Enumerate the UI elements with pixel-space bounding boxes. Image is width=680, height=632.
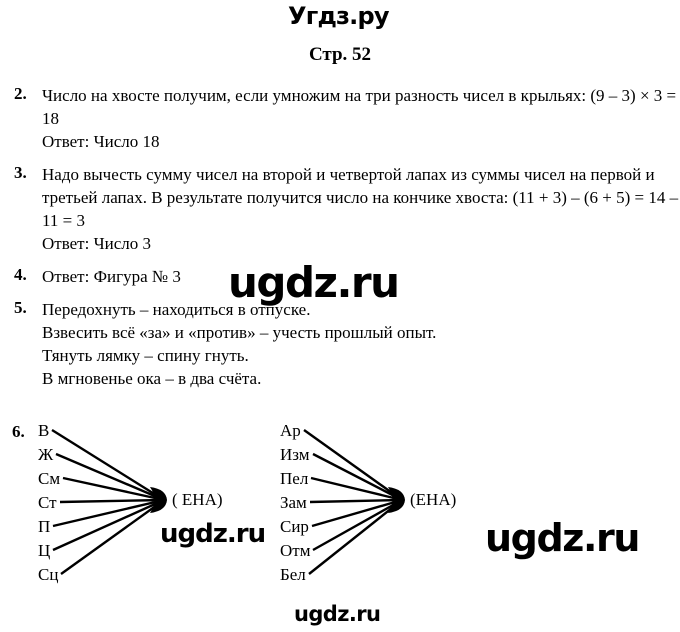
- fan-connector: [309, 498, 403, 504]
- exercise-body: Надо вычесть сумму чисел на второй и чет…: [42, 163, 680, 255]
- exercise-line: В мгновенье ока – в два счёта.: [42, 369, 262, 388]
- watermark-bottom: ugdz.ru: [294, 602, 381, 626]
- exercise-item: 4. Ответ: Фигура № 3: [0, 265, 680, 288]
- fan-label: Ст: [38, 493, 57, 512]
- site-logo-watermark: Угдз.ру: [288, 2, 390, 30]
- fan-connector: [308, 499, 403, 575]
- fan-label: Ц: [38, 541, 51, 560]
- fan-connector: [52, 498, 165, 552]
- exercise-body: Ответ: Фигура № 3: [42, 265, 680, 288]
- exercise-number: 5.: [14, 298, 27, 317]
- exercise-body: Число на хвосте получим, если умножим на…: [42, 84, 680, 153]
- exercise-item: 5. Передохнуть – находиться в отпуске. Взв…: [0, 298, 680, 390]
- fan-connector: [311, 498, 403, 528]
- page-title: Стр. 52: [308, 44, 372, 65]
- fan-label: Отм: [280, 541, 311, 560]
- fan-connector: [51, 428, 165, 502]
- exercise-line: Тянуть лямку – спину гнуть.: [42, 346, 249, 365]
- fan-connector: [55, 452, 165, 502]
- fan-label: Изм: [280, 445, 310, 464]
- fan-target-label: ( ЕНА): [172, 490, 223, 509]
- exercise-line: Передохнуть – находиться в отпуске.: [42, 300, 311, 319]
- watermark-mid-left: ugdz.ru: [160, 519, 266, 549]
- exercise-line: Надо вычесть сумму чисел на второй и чет…: [42, 165, 679, 230]
- exercise-number: 3.: [14, 163, 27, 182]
- fan-label: Зам: [280, 493, 307, 512]
- fan-connector: [62, 476, 165, 502]
- fan-connector: [59, 498, 165, 504]
- fan-connector: [52, 498, 165, 528]
- exercise-line: Ответ: Число 3: [42, 234, 152, 253]
- fan-lines: [303, 429, 405, 575]
- arrowhead-icon: [388, 487, 405, 513]
- fan-lines: [51, 428, 167, 575]
- fan-label: Пел: [280, 469, 309, 488]
- fan-connector: [60, 499, 165, 575]
- exercise-line: Ответ: Фигура № 3: [42, 267, 181, 286]
- watermark-large-center: ugdz.ru: [228, 258, 400, 307]
- fan-target-label: (ЕНА): [410, 490, 457, 509]
- fan-label: Ар: [280, 421, 301, 440]
- fan-label: Сц: [38, 565, 59, 584]
- exercise-item: 3. Надо вычесть сумму чисел на второй и ч…: [0, 163, 680, 255]
- fan-label: Бел: [280, 565, 306, 584]
- fan-connector: [312, 452, 403, 502]
- exercise-number: 4.: [14, 265, 27, 284]
- fan-label: Сир: [280, 517, 309, 536]
- fan-label: В: [38, 421, 50, 440]
- fan-label: П: [38, 517, 51, 536]
- arrowhead-icon: [150, 487, 167, 513]
- watermark-mid-right: ugdz.ru: [485, 516, 640, 560]
- exercise-6-number: 6.: [12, 422, 25, 441]
- exercise-item: 2. Число на хвосте получим, если умножим …: [0, 84, 680, 153]
- fan-connector: [303, 429, 403, 501]
- fan-connector: [312, 498, 403, 552]
- exercise-line: Взвесить всё «за» и «против» – учесть пр…: [42, 323, 437, 342]
- fan-label: См: [38, 469, 61, 488]
- exercise-list: 2. Число на хвосте получим, если умножим …: [0, 84, 680, 400]
- exercise-line: Число на хвосте получим, если умножим на…: [42, 86, 677, 128]
- exercise-body: Передохнуть – находиться в отпуске. Взвес…: [42, 298, 680, 390]
- exercise-line: Ответ: Число 18: [42, 132, 160, 151]
- exercise-number: 2.: [14, 84, 27, 103]
- fan-label: Ж: [38, 445, 54, 464]
- fan-connector: [310, 476, 403, 502]
